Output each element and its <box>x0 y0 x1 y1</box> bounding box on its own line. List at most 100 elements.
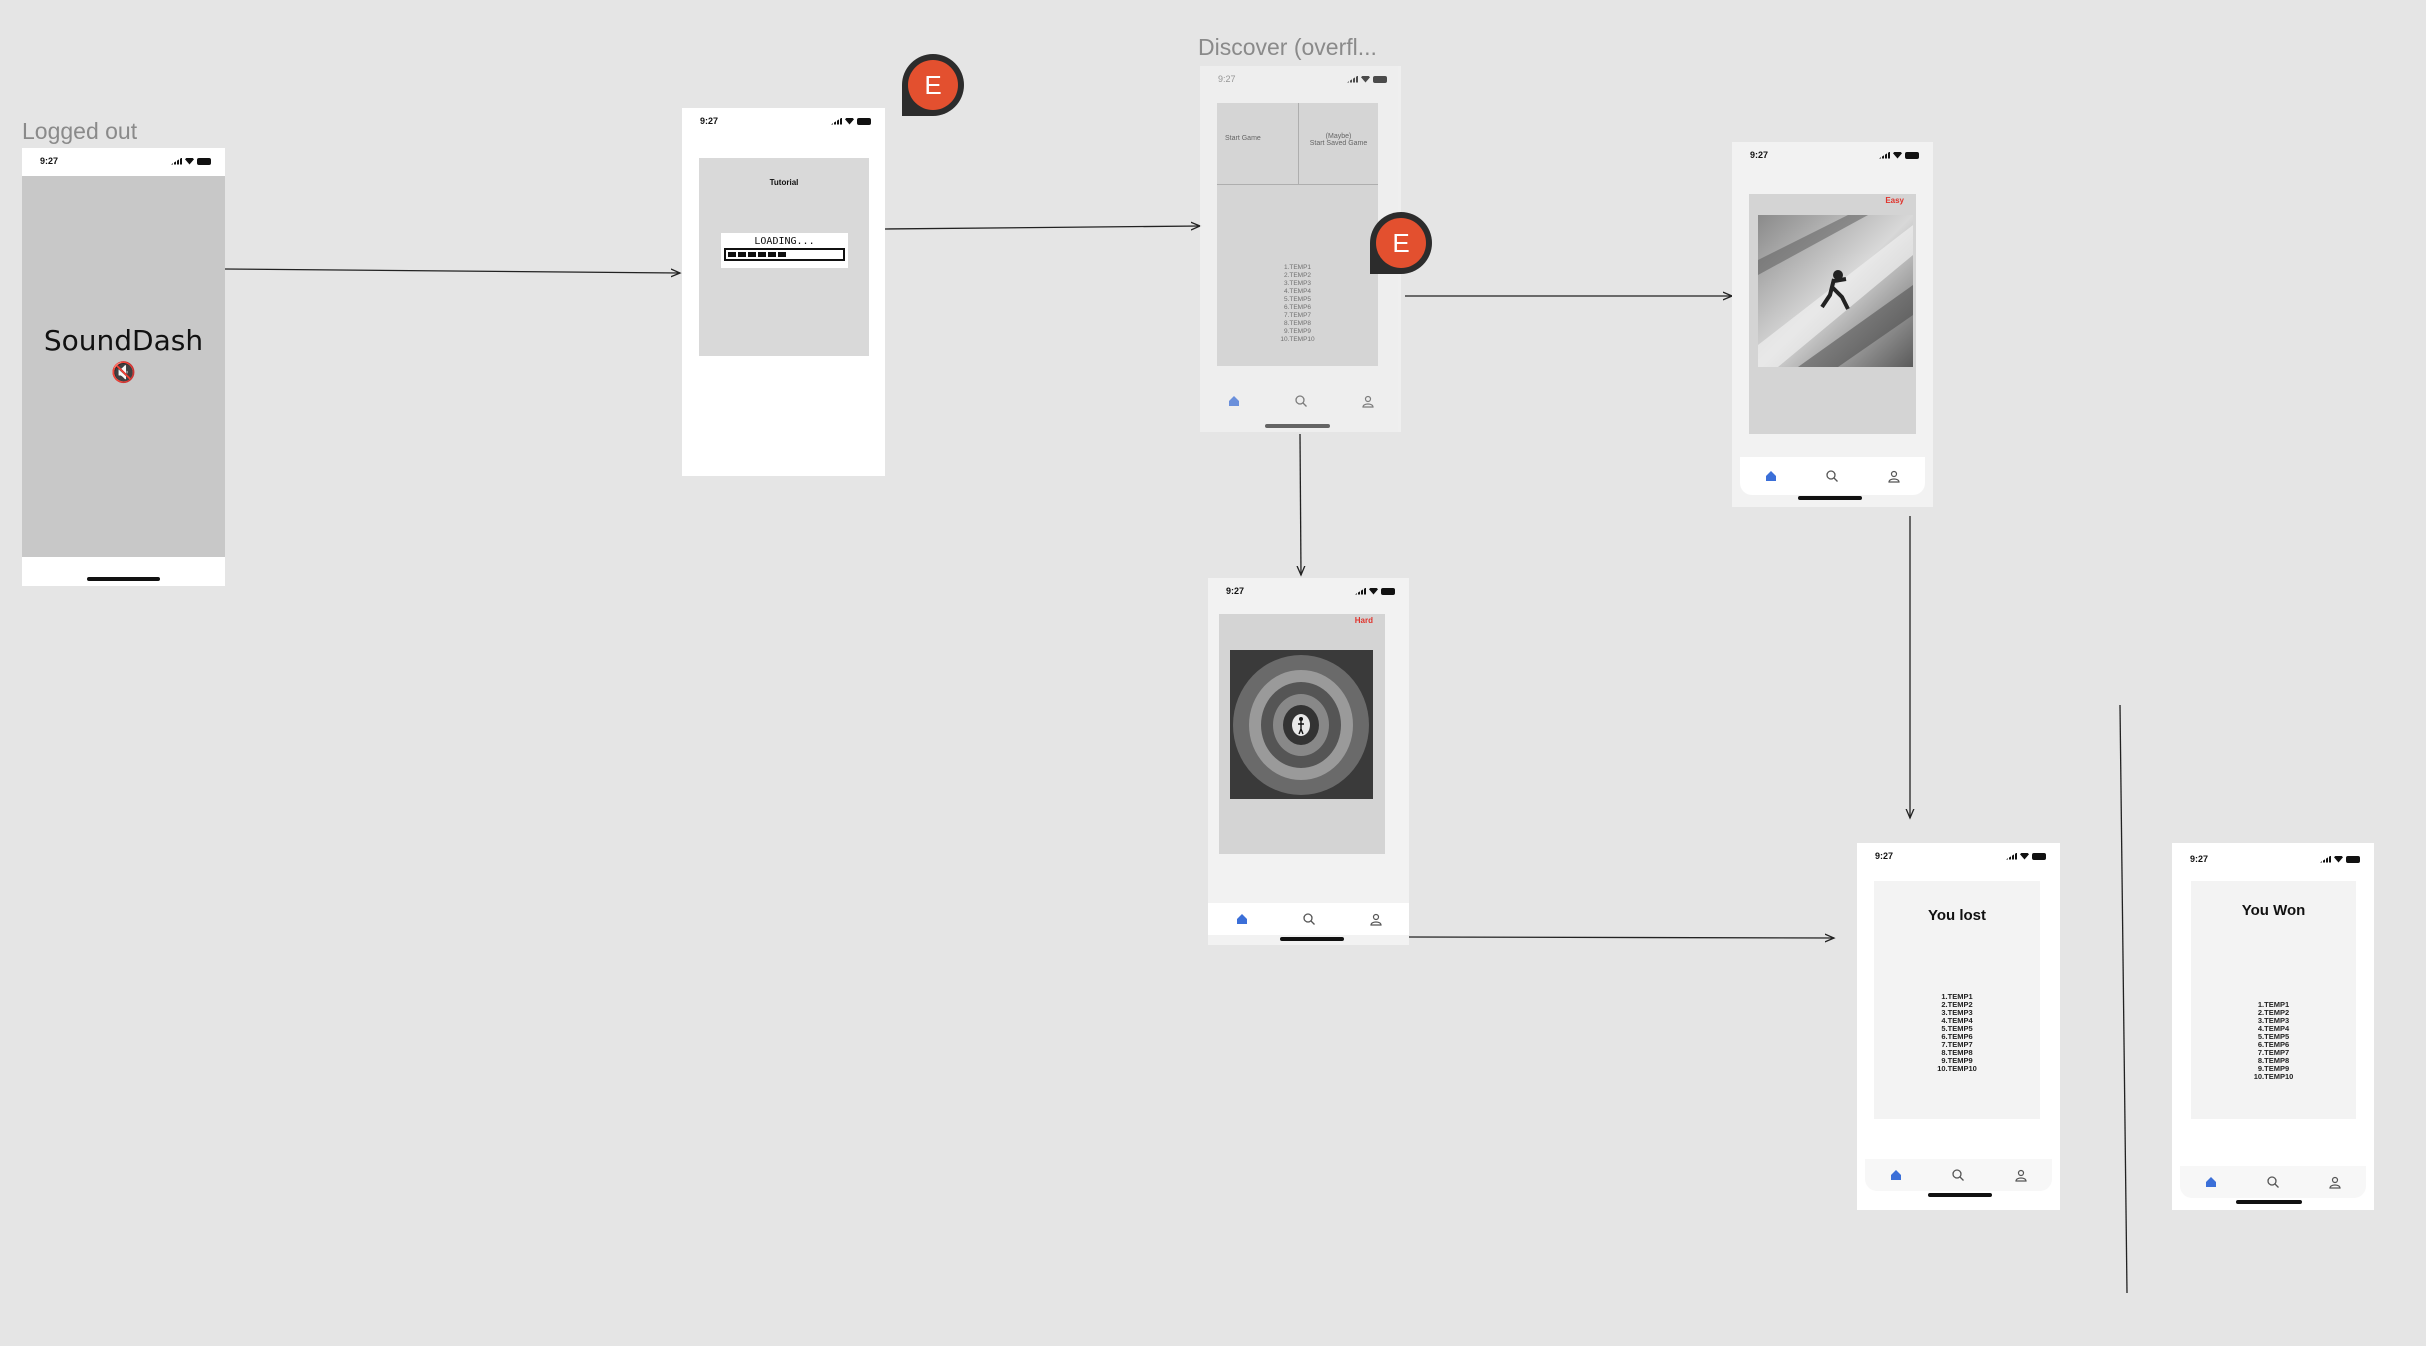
start-saved-game-button[interactable]: (Maybe) Start Saved Game <box>1299 103 1378 185</box>
list-item: 5.TEMP5 <box>2257 1032 2290 1041</box>
start-saved-line1: (Maybe) <box>1325 133 1352 140</box>
list-item: 6.TEMP6 <box>2257 1040 2290 1049</box>
battery-icon <box>857 117 871 125</box>
search-icon[interactable] <box>1302 912 1316 926</box>
profile-icon[interactable] <box>2328 1175 2342 1189</box>
profile-icon[interactable] <box>1369 912 1383 926</box>
loading-box: LOADING... <box>721 233 848 268</box>
home-icon[interactable] <box>1227 394 1241 408</box>
loading-progress-bar <box>724 248 845 261</box>
connector-discover-hard <box>1300 433 1301 575</box>
progress-block <box>758 252 766 257</box>
profile-icon[interactable] <box>1361 394 1375 408</box>
tab-bar <box>2180 1166 2366 1198</box>
difficulty-label: Hard <box>1354 616 1373 625</box>
list-item: 10.TEMP10 <box>1280 336 1315 343</box>
tab-bar <box>1865 1159 2052 1191</box>
wifi-icon <box>185 157 194 165</box>
home-indicator <box>1265 424 1330 428</box>
wifi-icon <box>1893 151 1902 159</box>
list-item: 2.TEMP2 <box>1941 1000 1973 1009</box>
list-item: 3.TEMP3 <box>2257 1016 2290 1025</box>
comment-pin[interactable]: E <box>1370 212 1432 274</box>
comment-avatar[interactable]: E <box>908 60 958 110</box>
frame-label-logged-out[interactable]: Logged out <box>22 118 138 144</box>
tutorial-title: Tutorial <box>769 178 799 187</box>
start-game-button[interactable]: Start Game <box>1217 103 1299 185</box>
tab-bar <box>1208 903 1409 935</box>
wifi-icon <box>2334 855 2343 863</box>
search-icon[interactable] <box>1951 1168 1965 1182</box>
frame-tutorial[interactable]: 9:27 Tutorial LOADING... <box>682 108 885 476</box>
home-icon[interactable] <box>1889 1168 1903 1182</box>
frame-hard[interactable]: 9:27 Hard <box>1208 578 1409 945</box>
list-item: 8.TEMP8 <box>1283 320 1312 327</box>
list-item: 10.TEMP10 <box>1937 1064 1977 1073</box>
list-item: 4.TEMP4 <box>1941 1016 1973 1025</box>
home-icon[interactable] <box>1764 469 1778 483</box>
battery-icon <box>197 157 211 165</box>
tab-bar <box>1740 457 1925 495</box>
list-item: 8.TEMP8 <box>2257 1056 2290 1065</box>
search-icon[interactable] <box>1825 469 1839 483</box>
progress-block <box>738 252 746 257</box>
frame-you-won[interactable]: 9:27 You Won 1.TEMP1 2.TEMP2 3.TEMP3 4.T… <box>2172 843 2374 1210</box>
start-saved-line2: Start Saved Game <box>1309 140 1368 147</box>
list-item: 1.TEMP1 <box>1283 264 1312 271</box>
wifi-icon <box>1361 75 1370 83</box>
signal-icon <box>171 157 182 165</box>
home-indicator <box>1798 496 1862 500</box>
list-item: 6.TEMP6 <box>1941 1032 1973 1041</box>
level-panel: Hard <box>1219 614 1385 854</box>
home-indicator <box>1280 937 1344 941</box>
frame-easy[interactable]: 9:27 Easy <box>1732 142 1933 507</box>
list-item: 5.TEMP5 <box>1941 1024 1973 1033</box>
list-item: 1.TEMP1 <box>1941 992 1973 1001</box>
search-icon[interactable] <box>2266 1175 2280 1189</box>
frame-discover[interactable]: 9:27 Start Game (Maybe) Start Saved Game… <box>1200 66 1401 432</box>
status-time: 9:27 <box>1750 150 1769 160</box>
signal-icon <box>2320 855 2331 863</box>
signal-icon <box>1347 75 1358 83</box>
list-item: 1.TEMP1 <box>2257 1000 2290 1009</box>
app-logo-icon: 🔇 <box>111 362 136 384</box>
list-item: 7.TEMP7 <box>1283 312 1312 319</box>
home-indicator <box>1928 1193 1992 1197</box>
leaderboard-list: 1.TEMP1 2.TEMP2 3.TEMP3 4.TEMP4 5.TEMP5 … <box>2191 1001 2356 1081</box>
frame-you-lost[interactable]: 9:27 You lost 1.TEMP1 2.TEMP2 3.TEMP3 4.… <box>1857 843 2060 1210</box>
app-title: SoundDash <box>43 324 204 357</box>
connector-hard-lost <box>1408 937 1834 938</box>
home-indicator <box>87 577 160 581</box>
tutorial-panel: Tutorial LOADING... <box>699 158 869 356</box>
status-bar: 9:27 <box>682 108 885 134</box>
level-image-tunnel <box>1230 650 1373 799</box>
comment-pin[interactable]: E <box>902 54 964 116</box>
splash-panel: SoundDash 🔇 <box>22 176 225 557</box>
result-title: You Won <box>2241 902 2306 919</box>
status-time: 9:27 <box>1875 851 1894 861</box>
leaderboard-list: 1.TEMP1 2.TEMP2 3.TEMP3 4.TEMP4 5.TEMP5 … <box>1217 264 1378 344</box>
list-item: 4.TEMP4 <box>2257 1024 2290 1033</box>
status-bar: 9:27 <box>1208 578 1409 604</box>
tab-bar <box>1200 386 1401 416</box>
leaderboard-list: 1.TEMP1 2.TEMP2 3.TEMP3 4.TEMP4 5.TEMP5 … <box>1874 993 2040 1073</box>
connector-tutorial-discover <box>884 226 1200 229</box>
status-bar: 9:27 <box>1732 142 1933 168</box>
signal-icon <box>1879 151 1890 159</box>
comment-avatar[interactable]: E <box>1376 218 1426 268</box>
frame-logged-out[interactable]: 9:27 SoundDash 🔇 <box>22 148 225 586</box>
profile-icon[interactable] <box>2014 1168 2028 1182</box>
profile-icon[interactable] <box>1887 469 1901 483</box>
progress-block <box>778 252 786 257</box>
home-icon[interactable] <box>2204 1175 2218 1189</box>
frame-label-discover[interactable]: Discover (overfl... <box>1198 34 1377 60</box>
home-icon[interactable] <box>1235 912 1249 926</box>
difficulty-label: Easy <box>1885 196 1904 205</box>
status-bar: 9:27 <box>2172 846 2374 872</box>
battery-icon <box>1373 75 1387 83</box>
battery-icon <box>1905 151 1919 159</box>
search-icon[interactable] <box>1294 394 1308 408</box>
wifi-icon <box>1369 587 1378 595</box>
list-item: 3.TEMP3 <box>1283 280 1312 287</box>
status-time: 9:27 <box>1218 74 1236 84</box>
